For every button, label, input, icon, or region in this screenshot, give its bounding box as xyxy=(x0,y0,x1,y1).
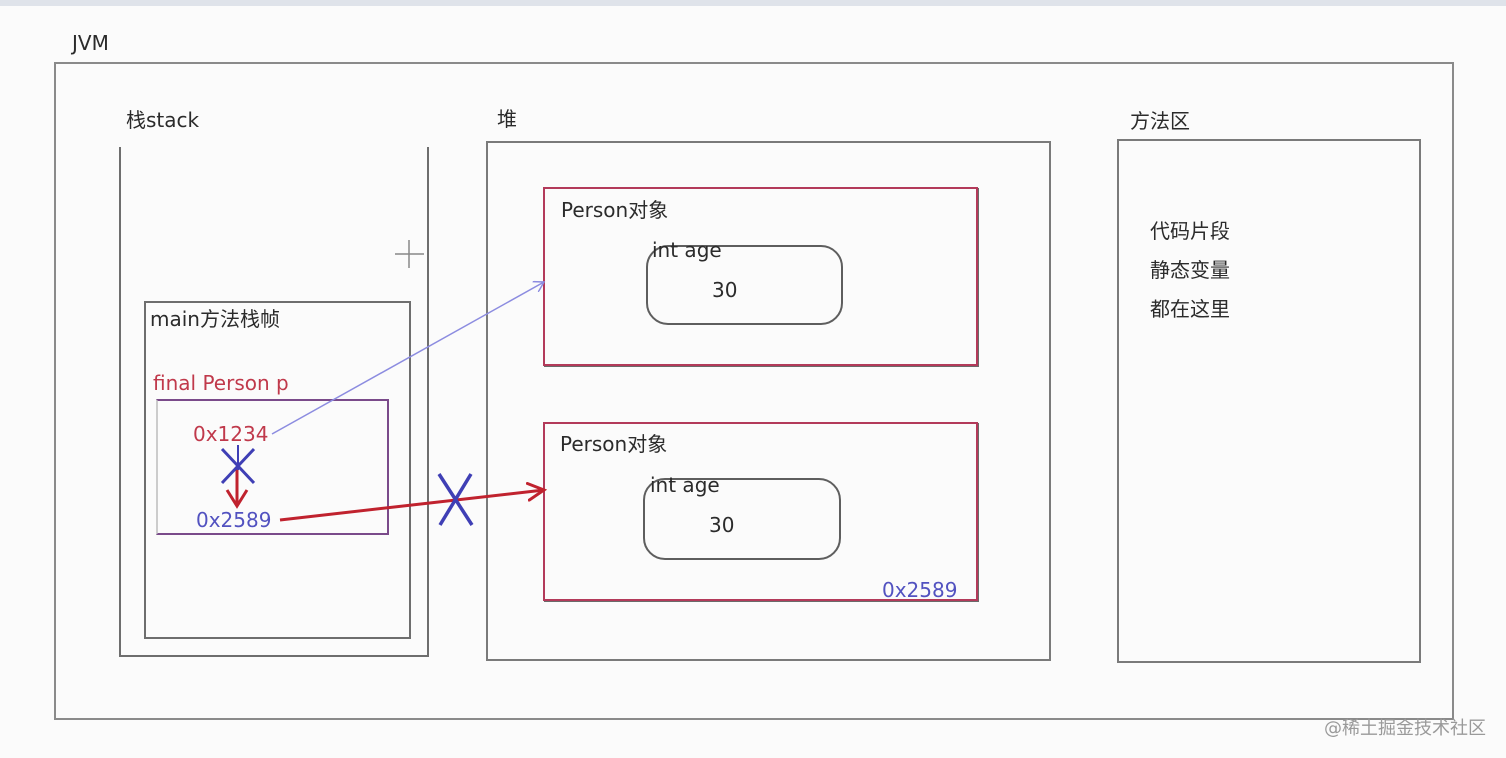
age-field-2-value: 30 xyxy=(709,513,735,537)
reassign-cross-mark xyxy=(220,445,256,485)
person-object-2-label: Person对象 xyxy=(560,432,668,456)
jvm-container xyxy=(54,62,1454,720)
method-area-label: 方法区 xyxy=(1130,109,1190,133)
age-field-1 xyxy=(646,245,843,325)
new-reference-arrow xyxy=(279,490,544,522)
age-field-1-value: 30 xyxy=(712,278,738,302)
stack-left-wall xyxy=(119,147,121,656)
heap-container xyxy=(486,141,1051,661)
stack-frame-label: main方法栈帧 xyxy=(150,307,280,331)
new-address: 0x2589 xyxy=(196,508,272,532)
person-object-2-address: 0x2589 xyxy=(882,578,958,602)
method-area-line-1: 代码片段 xyxy=(1150,219,1230,243)
stack-right-wall xyxy=(427,147,429,656)
old-reference-arrow xyxy=(271,282,544,435)
watermark: @稀土掘金技术社区 xyxy=(1324,718,1486,739)
reassign-arrow-head xyxy=(225,489,249,509)
heap-label: 堆 xyxy=(497,107,517,131)
cursor-crosshair-icon xyxy=(395,240,424,268)
method-area-line-2: 静态变量 xyxy=(1150,258,1230,282)
stack-label: 栈stack xyxy=(126,108,200,132)
top-edge-bar xyxy=(0,0,1506,6)
method-area-line-3: 都在这里 xyxy=(1150,297,1230,321)
method-area-container xyxy=(1117,139,1421,663)
stack-bottom xyxy=(119,655,429,657)
main-stack-frame xyxy=(144,301,411,639)
reference-value-box xyxy=(156,399,389,535)
forbidden-cross-mark xyxy=(437,473,474,526)
age-field-2-name: int age xyxy=(650,473,720,497)
variable-declaration: final Person p xyxy=(153,371,289,395)
age-field-2 xyxy=(643,478,841,560)
person-object-2 xyxy=(543,422,978,601)
age-field-1-name: int age xyxy=(652,238,722,262)
person-object-1 xyxy=(543,187,978,366)
person-object-1-label: Person对象 xyxy=(561,198,669,222)
jvm-label: JVM xyxy=(72,31,109,55)
old-address: 0x1234 xyxy=(193,422,269,446)
